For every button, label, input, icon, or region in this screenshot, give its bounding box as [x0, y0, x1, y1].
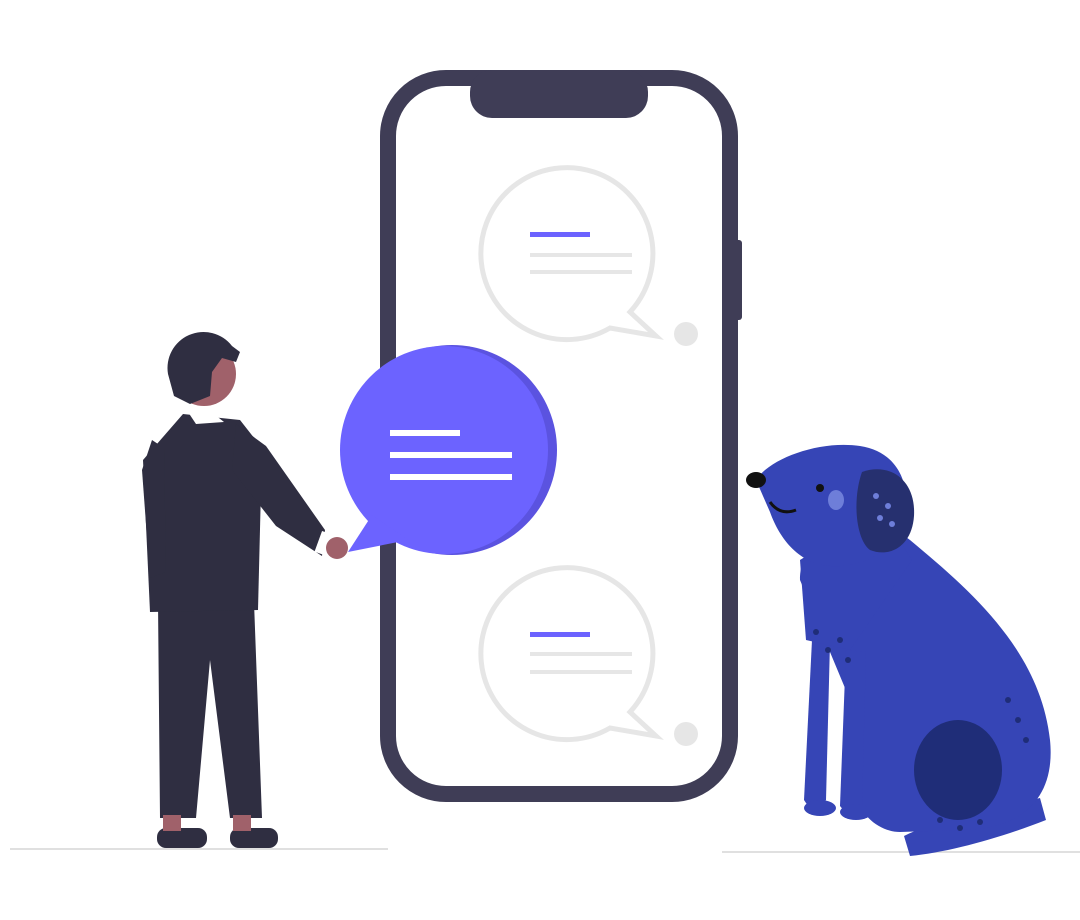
person-figure	[142, 331, 348, 848]
chat-bubble-bottom-line-2	[530, 670, 632, 674]
dog-haunch	[914, 720, 1002, 820]
person-hand	[326, 537, 348, 559]
chat-bubble-bottom-line-1	[530, 652, 632, 656]
person-shoe-left	[157, 828, 207, 848]
dog-spot	[837, 637, 843, 643]
person-jacket	[143, 414, 262, 612]
chat-bubble-top-dot	[674, 322, 698, 346]
dog-spot	[1015, 717, 1021, 723]
dog-nose	[746, 472, 766, 488]
chat-bubble-top-accent-line	[530, 232, 590, 237]
speech-bubble	[340, 345, 557, 555]
person-shoe-right	[230, 828, 278, 848]
person-ankle-left	[163, 815, 181, 831]
person-back-arm	[142, 440, 166, 578]
chat-bubble-bottom	[478, 565, 698, 746]
speech-bubble-body	[340, 346, 548, 554]
dog-cheek	[828, 490, 844, 510]
dog-spot	[957, 825, 963, 831]
chat-bubble-top-line-1	[530, 253, 632, 257]
chat-bubble-top-line-2	[530, 270, 632, 274]
chat-bubble-bottom-dot	[674, 722, 698, 746]
speech-bubble-line-2	[390, 452, 512, 458]
person-arm	[232, 424, 325, 556]
dog-figure	[746, 444, 1051, 856]
dog-front-leg-left	[804, 640, 830, 812]
dog-paw-right	[840, 804, 872, 820]
dog-spot	[937, 817, 943, 823]
dog-ear-spot	[889, 521, 895, 527]
chat-bubble-top-outline	[478, 165, 664, 343]
dog-spot	[1005, 697, 1011, 703]
chat-bubble-top	[478, 165, 698, 346]
dog-eye	[816, 484, 824, 492]
dog-spot	[813, 629, 819, 635]
dog-spot	[977, 819, 983, 825]
dog-spot	[825, 647, 831, 653]
chat-bubble-bottom-outline	[478, 565, 664, 743]
dog-ear	[856, 469, 915, 553]
person-hair	[167, 331, 240, 404]
dog-spot	[845, 657, 851, 663]
dog-front-leg-right	[840, 650, 866, 818]
speech-bubble-line-1	[390, 430, 460, 436]
dog-ear-spot	[877, 515, 883, 521]
dog-ear-spot	[885, 503, 891, 509]
dog-ear-spot	[873, 493, 879, 499]
speech-bubble-line-3	[390, 474, 512, 480]
person-cuff	[314, 530, 332, 556]
person-legs	[158, 602, 262, 818]
speech-bubble-tail	[348, 515, 408, 552]
person-collar	[188, 412, 224, 424]
person-ankle-right	[233, 815, 251, 831]
phone-notch	[470, 70, 648, 118]
chat-bubble-bottom-accent-line	[530, 632, 590, 637]
dog-paw-left	[804, 800, 836, 816]
dog-spot	[1023, 737, 1029, 743]
dog-mouth	[768, 501, 797, 514]
